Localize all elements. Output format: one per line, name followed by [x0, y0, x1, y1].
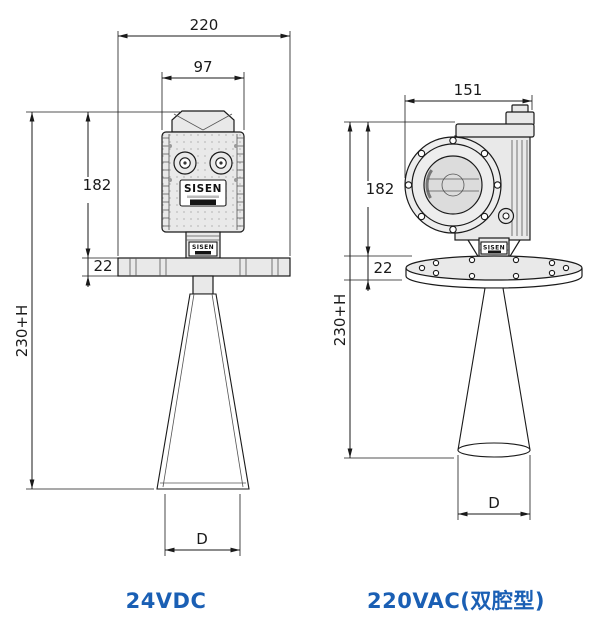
left-brand-text: SISEN	[184, 183, 222, 195]
left-cable-gland	[209, 151, 233, 175]
dim-label-182: 182	[366, 180, 395, 198]
dim-label-97: 97	[193, 58, 212, 76]
left-device: SISEN SISEN	[117, 110, 291, 490]
right-dim-total-height: 230+H	[331, 122, 353, 458]
right-device: SISEN	[404, 104, 583, 458]
right-top-cap	[505, 111, 535, 126]
right-dim-housing-height: 182	[365, 122, 395, 256]
left-neck-brand-text: SISEN	[192, 244, 214, 251]
right-dim-horn-diameter: D	[458, 494, 530, 517]
dim-label-230H: 230+H	[331, 294, 349, 346]
right-dim-flange-thickness: 22	[365, 256, 393, 291]
dim-label-151: 151	[454, 81, 483, 99]
right-caption: 220VAC(双腔型)	[367, 589, 545, 613]
left-cable-gland	[173, 151, 197, 175]
dim-label-D: D	[488, 494, 500, 512]
right-sight-glass	[423, 155, 483, 215]
dim-label-182: 182	[83, 176, 112, 194]
right-neck-label: SISEN	[480, 241, 508, 255]
right-drawing: SISEN	[331, 81, 583, 613]
left-horn-antenna	[156, 293, 250, 490]
right-dim-housing-width: 151	[405, 81, 532, 104]
right-brand-text: SISEN	[483, 245, 505, 252]
left-drawing: SISEN SISEN	[13, 16, 291, 613]
left-dim-flange-thickness: 22	[85, 257, 113, 287]
dim-label-220: 220	[190, 16, 219, 34]
left-caption: 24VDC	[126, 589, 207, 613]
right-round-cover	[404, 136, 502, 234]
left-dim-housing-height: 182	[83, 112, 112, 258]
left-flange	[117, 257, 291, 277]
dim-label-22: 22	[373, 259, 392, 277]
right-horn-antenna	[457, 287, 531, 451]
right-housing-ribs	[511, 140, 528, 236]
left-housing-ribs	[162, 137, 244, 227]
left-top-cap	[171, 110, 235, 133]
left-dim-flange-width: 220	[118, 16, 290, 39]
dim-label-D: D	[196, 530, 208, 548]
left-neck-label: SISEN	[188, 241, 218, 257]
right-cable-gland	[497, 207, 515, 225]
left-flange-bolt-marks	[129, 258, 279, 276]
right-horn-mouth	[457, 442, 531, 458]
left-dim-total-height: 230+H	[13, 112, 35, 489]
left-nameplate: SISEN	[179, 179, 227, 207]
right-flange	[405, 255, 583, 289]
left-dim-housing-width: 97	[162, 58, 244, 81]
right-dimensions: 151 182 22 230+H D	[331, 81, 533, 520]
left-flange-neck	[192, 275, 214, 295]
left-dim-horn-diameter: D	[165, 530, 240, 553]
dim-label-22: 22	[93, 257, 112, 275]
dim-label-230H: 230+H	[13, 305, 31, 357]
left-dimensions: 220 97 182 22 230+H	[13, 16, 291, 556]
